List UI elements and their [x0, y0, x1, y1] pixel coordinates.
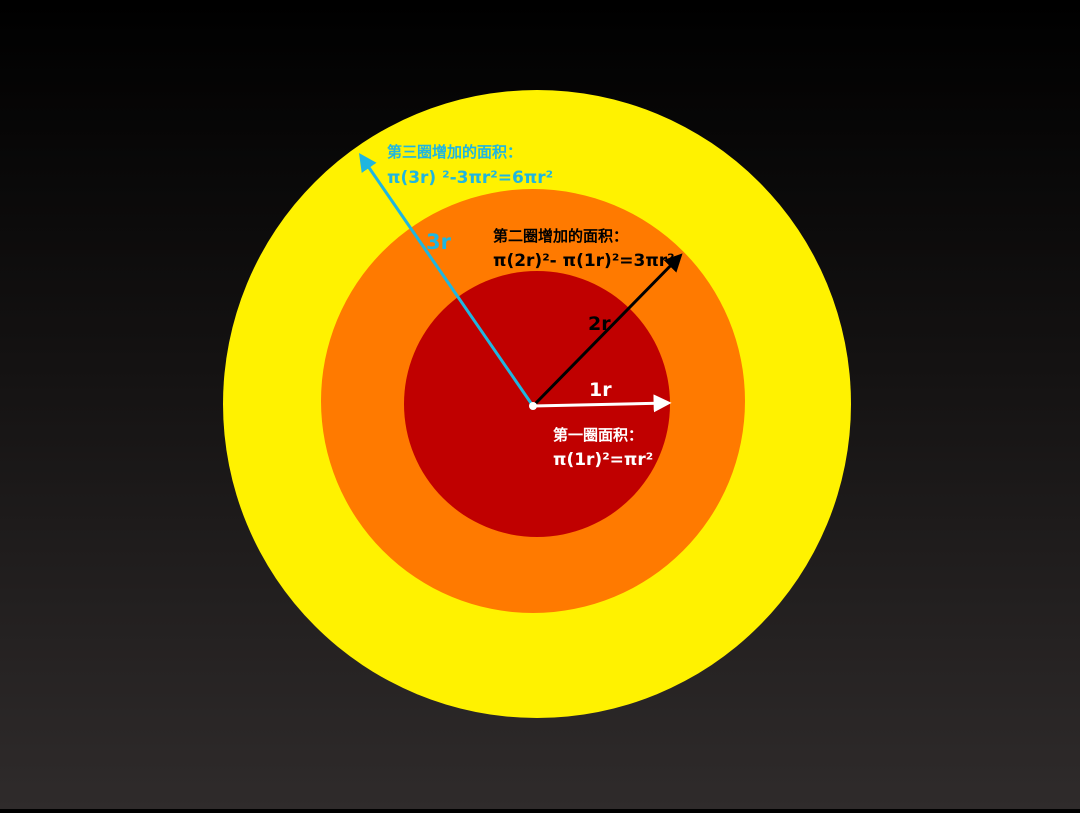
second-ring-title: 第二圈增加的面积：: [493, 227, 628, 245]
second-ring-formula: π(2r)²- π(1r)²=3πr²: [493, 251, 675, 271]
first-ring-title: 第一圈面积：: [553, 426, 643, 444]
third-ring-formula: π(3r) ²-3πr²=6πr²: [387, 168, 553, 188]
first-ring-formula: π(1r)²=πr²: [553, 450, 653, 470]
radius-3r-label: 3r: [426, 230, 452, 254]
radius-1r-arrow: [532, 394, 672, 413]
radius-3r-arrow: [358, 153, 535, 407]
radius-2r-label: 2r: [588, 313, 611, 335]
center-point: [529, 402, 537, 410]
radius-1r-label: 1r: [589, 379, 612, 401]
radius-2r-arrow: [531, 253, 683, 408]
third-ring-title: 第三圈增加的面积：: [387, 143, 522, 161]
